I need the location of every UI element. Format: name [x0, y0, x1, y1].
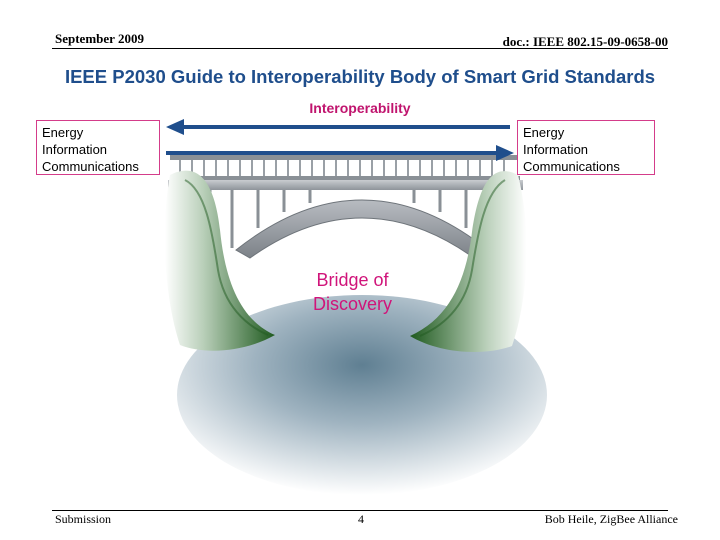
left-box-line-2: Information	[42, 142, 108, 157]
bridge-arch	[235, 199, 489, 259]
bridge-label-line-1: Bridge of	[316, 270, 389, 290]
right-cliff	[410, 171, 527, 352]
slide-title: IEEE P2030 Guide to Interoperability Bod…	[64, 66, 656, 87]
bridge-deck	[168, 180, 523, 190]
header-rule	[52, 48, 668, 49]
right-domain-box: Energy Information Communications	[517, 120, 655, 175]
right-box-line-2: Information	[523, 142, 589, 157]
interoperability-label: Interoperability	[309, 100, 411, 116]
footer-rule	[52, 510, 668, 511]
right-box-line-3: Communications	[523, 159, 620, 174]
footer-submission: Submission	[55, 512, 112, 526]
left-cliff	[164, 170, 275, 351]
footer-author: Bob Heile, ZigBee Alliance	[544, 512, 678, 526]
bridge-of-discovery-label: Bridge of Discovery	[260, 268, 445, 316]
header-doc-id: doc.: IEEE 802.15-09-0658-00	[502, 34, 668, 49]
left-domain-box: Energy Information Communications	[36, 120, 160, 175]
right-box-line-1: Energy	[523, 125, 565, 140]
left-box-line-3: Communications	[42, 159, 139, 174]
bridge-label-line-2: Discovery	[312, 294, 392, 314]
interoperability-arrows	[166, 119, 514, 161]
arrowhead-right	[496, 145, 514, 161]
arrowhead-left	[166, 119, 184, 135]
bridge-railing	[170, 155, 520, 180]
left-box-line-1: Energy	[42, 125, 84, 140]
header-date: September 2009	[55, 31, 144, 46]
footer-page-number: 4	[358, 512, 364, 526]
